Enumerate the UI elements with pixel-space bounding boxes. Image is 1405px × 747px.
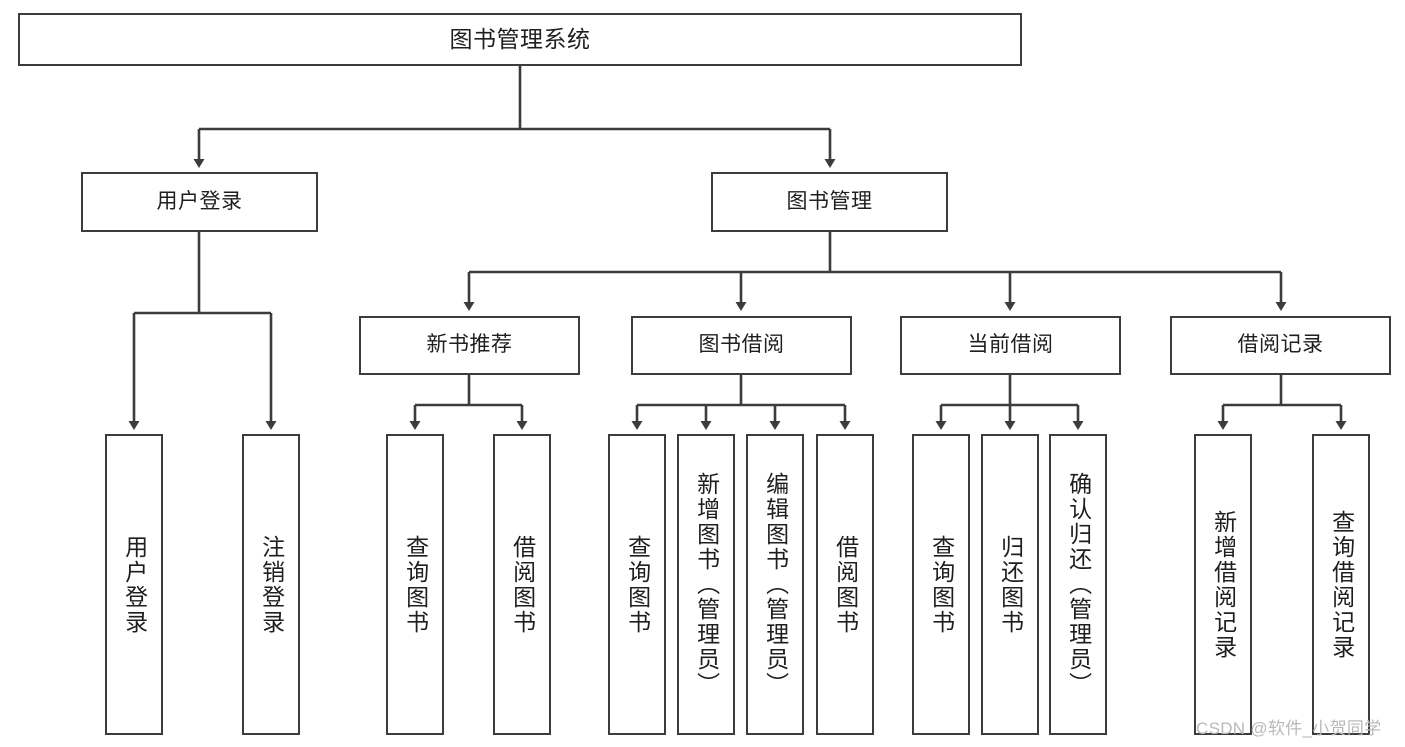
node-leaf-edit-book-admin[interactable]: 编辑图书（管理员） xyxy=(746,434,804,735)
node-label: 归还图书 xyxy=(997,534,1024,635)
node-label: 确认归还（管理员） xyxy=(1065,472,1092,697)
node-label: 借阅图书 xyxy=(509,534,536,635)
node-label: 图书借阅 xyxy=(698,333,785,357)
node-label: 查询图书 xyxy=(624,534,651,635)
node-leaf-borrow-book-1[interactable]: 借阅图书 xyxy=(493,434,551,735)
node-label: 用户登录 xyxy=(121,534,148,635)
node-label: 新增借阅记录 xyxy=(1210,509,1237,660)
node-leaf-return-book[interactable]: 归还图书 xyxy=(981,434,1039,735)
node-leaf-add-borrow-record[interactable]: 新增借阅记录 xyxy=(1194,434,1252,735)
node-new-book-recommend[interactable]: 新书推荐 xyxy=(359,316,580,375)
node-leaf-query-book-3[interactable]: 查询图书 xyxy=(912,434,970,735)
node-label: 图书管理系统 xyxy=(449,26,591,53)
node-label: 借阅记录 xyxy=(1237,333,1324,357)
node-borrow-record[interactable]: 借阅记录 xyxy=(1170,316,1391,375)
node-leaf-query-book-2[interactable]: 查询图书 xyxy=(608,434,666,735)
node-label: 借阅图书 xyxy=(832,534,859,635)
csdn-watermark: CSDN @软件_小贺同学 xyxy=(1196,719,1382,738)
node-label: 图书管理 xyxy=(786,189,873,213)
node-label: 新书推荐 xyxy=(426,333,513,357)
node-leaf-add-book-admin[interactable]: 新增图书（管理员） xyxy=(677,434,735,735)
node-leaf-user-login[interactable]: 用户登录 xyxy=(105,434,163,735)
node-leaf-confirm-return-admin[interactable]: 确认归还（管理员） xyxy=(1049,434,1107,735)
node-book-management[interactable]: 图书管理 xyxy=(711,172,948,232)
node-book-borrow[interactable]: 图书借阅 xyxy=(631,316,852,375)
node-label: 当前借阅 xyxy=(967,333,1054,357)
node-current-borrow[interactable]: 当前借阅 xyxy=(900,316,1121,375)
node-label: 用户登录 xyxy=(156,189,243,213)
node-leaf-borrow-book-2[interactable]: 借阅图书 xyxy=(816,434,874,735)
node-label: 注销登录 xyxy=(258,534,285,635)
node-label: 编辑图书（管理员） xyxy=(762,472,789,697)
node-label: 新增图书（管理员） xyxy=(693,472,720,697)
node-leaf-logout-login[interactable]: 注销登录 xyxy=(242,434,300,735)
node-label: 查询图书 xyxy=(928,534,955,635)
node-leaf-query-borrow-record[interactable]: 查询借阅记录 xyxy=(1312,434,1370,735)
node-label: 查询图书 xyxy=(402,534,429,635)
node-label: 查询借阅记录 xyxy=(1328,509,1355,660)
node-root-system[interactable]: 图书管理系统 xyxy=(18,13,1022,66)
node-user-login[interactable]: 用户登录 xyxy=(81,172,318,232)
node-leaf-query-book-1[interactable]: 查询图书 xyxy=(386,434,444,735)
